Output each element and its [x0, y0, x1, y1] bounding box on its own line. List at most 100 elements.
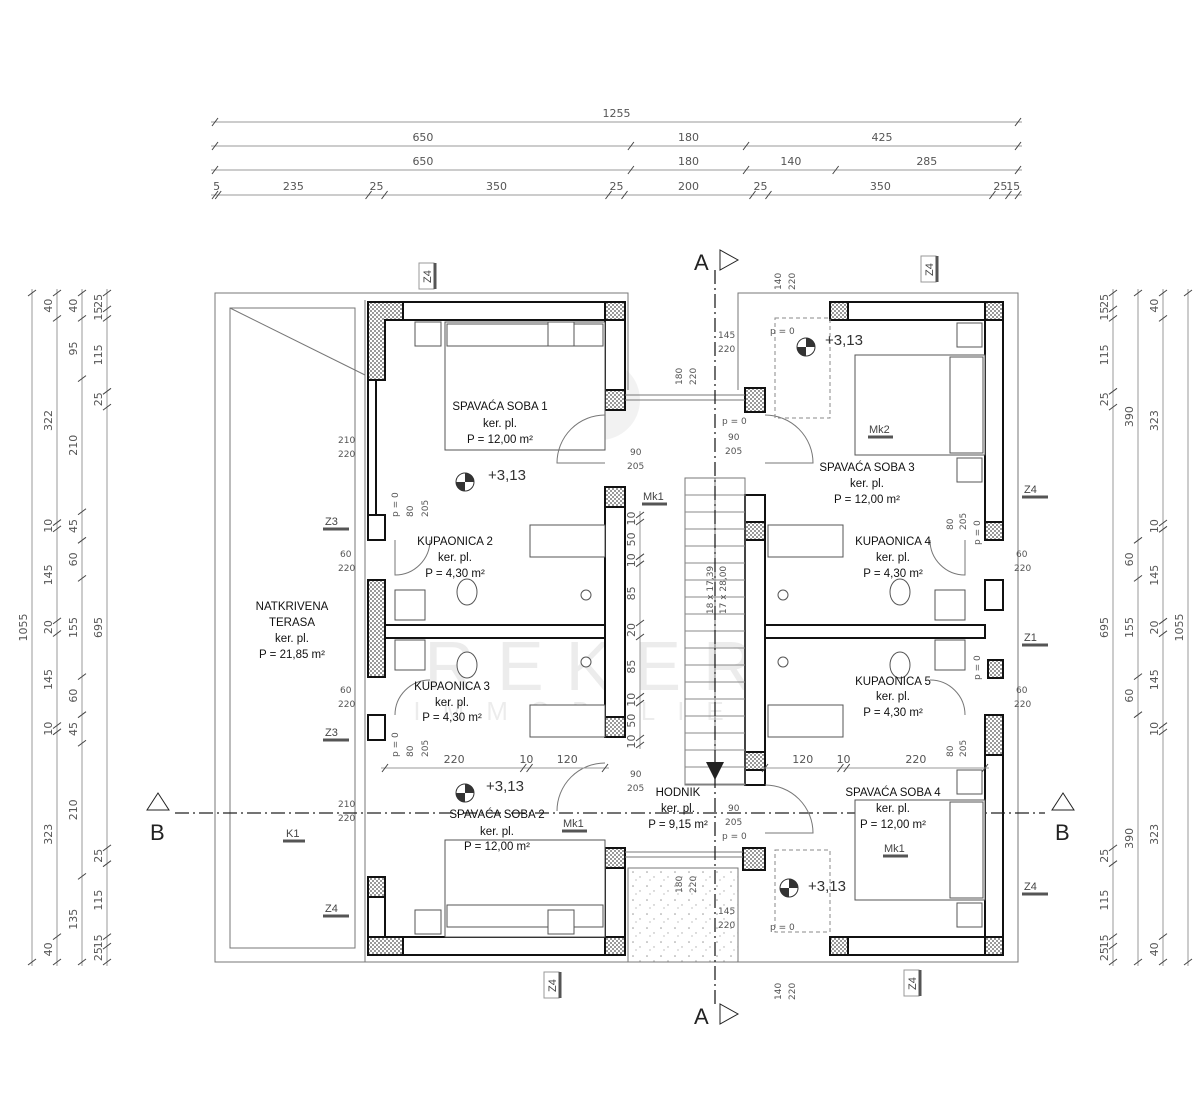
- dim-value: 1055: [1173, 614, 1186, 642]
- dim-tick: [635, 692, 645, 700]
- dim-tick: [837, 763, 844, 773]
- svg-text:60: 60: [1016, 550, 1028, 560]
- dim-value: 10: [837, 753, 851, 766]
- dim-tick: [1108, 933, 1118, 941]
- svg-text:205: 205: [421, 740, 431, 757]
- element-tags: Z4 Z4 Z4 Z4 Z4 Z4 Z4 Z3 Z3 Z1 K1 Mk1 Mk1…: [283, 255, 1048, 999]
- dim-value: 10: [625, 693, 638, 707]
- dim-tick: [1108, 387, 1118, 395]
- svg-text:220: 220: [718, 345, 735, 355]
- dim-value: 25: [610, 180, 624, 193]
- dim-value: 40: [1148, 299, 1161, 313]
- dim-tick: [749, 190, 756, 200]
- dim-tick: [211, 117, 219, 127]
- dim-tick: [1108, 314, 1118, 322]
- dim-value: 60: [1123, 552, 1136, 566]
- dim-tick: [102, 387, 112, 395]
- dim-tick: [1158, 728, 1168, 736]
- dim-tick: [1133, 574, 1143, 582]
- room-name: KUPAONICA 5: [855, 676, 931, 688]
- dim-value: 695: [92, 617, 105, 638]
- dim-tick: [1158, 314, 1168, 322]
- svg-text:80: 80: [406, 505, 416, 517]
- dim-tick: [52, 314, 62, 322]
- dim-tick: [1133, 673, 1143, 681]
- dim-value: 650: [412, 155, 433, 168]
- dim-value: 50: [625, 532, 638, 546]
- tag-z4: Z4: [903, 969, 922, 997]
- dim-tick: [211, 190, 219, 200]
- level-marker-bed4: +3,13: [779, 878, 846, 898]
- room-floor: ker. pl.: [876, 803, 910, 815]
- dim-tick: [77, 574, 87, 582]
- room-area: P = 12,00 m²: [464, 841, 530, 853]
- dim-value: 200: [678, 180, 699, 193]
- dim-tick: [832, 165, 840, 175]
- dim-value: 60: [67, 552, 80, 566]
- dim-value: 15: [92, 934, 105, 948]
- dim-value: 10: [42, 519, 55, 533]
- room-area: P = 4,30 m²: [422, 712, 482, 724]
- svg-text:205: 205: [627, 784, 644, 794]
- section-label: A: [694, 1004, 709, 1029]
- svg-text:145: 145: [718, 331, 735, 341]
- dim-tick: [102, 860, 112, 868]
- room-floor: ker. pl.: [480, 826, 514, 838]
- dim-value: 390: [1123, 406, 1136, 427]
- dim-tick: [519, 763, 527, 773]
- svg-text:Z3: Z3: [325, 727, 338, 739]
- svg-text:p = 0: p = 0: [722, 832, 747, 842]
- room-floor: ker. pl.: [435, 697, 469, 709]
- dim-value: 120: [792, 753, 813, 766]
- dim-tick: [742, 141, 750, 151]
- svg-text:p = 0: p = 0: [770, 923, 795, 933]
- furniture: [394, 321, 986, 938]
- dim-value: 95: [67, 341, 80, 355]
- dim-value: 25: [92, 392, 105, 406]
- dim-value: 390: [1123, 828, 1136, 849]
- level-marker-bed2: +3,13: [455, 778, 524, 803]
- dim-tick: [1108, 305, 1118, 313]
- dim-value: 650: [412, 131, 433, 144]
- room-area: P = 9,15 m²: [648, 819, 708, 831]
- dim-tick: [102, 958, 112, 966]
- dim-tick: [77, 958, 87, 966]
- room-name: KUPAONICA 2: [417, 536, 493, 548]
- svg-text:90: 90: [630, 448, 642, 458]
- room-area: P = 12,00 m²: [860, 819, 926, 831]
- svg-text:p = 0: p = 0: [391, 732, 401, 757]
- dim-tick: [1108, 942, 1118, 950]
- dim-tick: [1014, 165, 1022, 175]
- room-bath3: KUPAONICA 3 ker. pl. P = 4,30 m²: [414, 681, 490, 724]
- dim-tick: [1158, 519, 1168, 527]
- dim-value: 1255: [603, 107, 631, 120]
- room-name: SPAVAĆA SOBA 3: [819, 461, 914, 474]
- dim-value: 10: [42, 722, 55, 736]
- tag-z4: Z4: [1022, 881, 1048, 896]
- dim-tick: [52, 617, 62, 625]
- dim-tick: [211, 141, 219, 151]
- dim-value: 180: [678, 155, 699, 168]
- dim-tick: [1158, 722, 1168, 730]
- dim-tick: [635, 553, 645, 561]
- dim-tick: [52, 728, 62, 736]
- dim-value: 25: [753, 180, 767, 193]
- dim-value: 5: [213, 180, 220, 193]
- dim-value: 323: [1148, 824, 1161, 845]
- dim-tick: [765, 190, 772, 200]
- dim-tick: [981, 763, 989, 773]
- dim-value: 40: [42, 942, 55, 956]
- dim-tick: [52, 289, 62, 297]
- dim-value: 15: [1098, 307, 1111, 321]
- dim-value: 45: [67, 519, 80, 533]
- room-floor: ker. pl.: [275, 633, 309, 645]
- room-name: KUPAONICA 3: [414, 681, 490, 693]
- svg-text:p = 0: p = 0: [770, 327, 795, 337]
- dim-tick: [102, 933, 112, 941]
- svg-text:80: 80: [946, 745, 956, 757]
- svg-text:90: 90: [630, 770, 642, 780]
- dim-tick: [635, 699, 645, 707]
